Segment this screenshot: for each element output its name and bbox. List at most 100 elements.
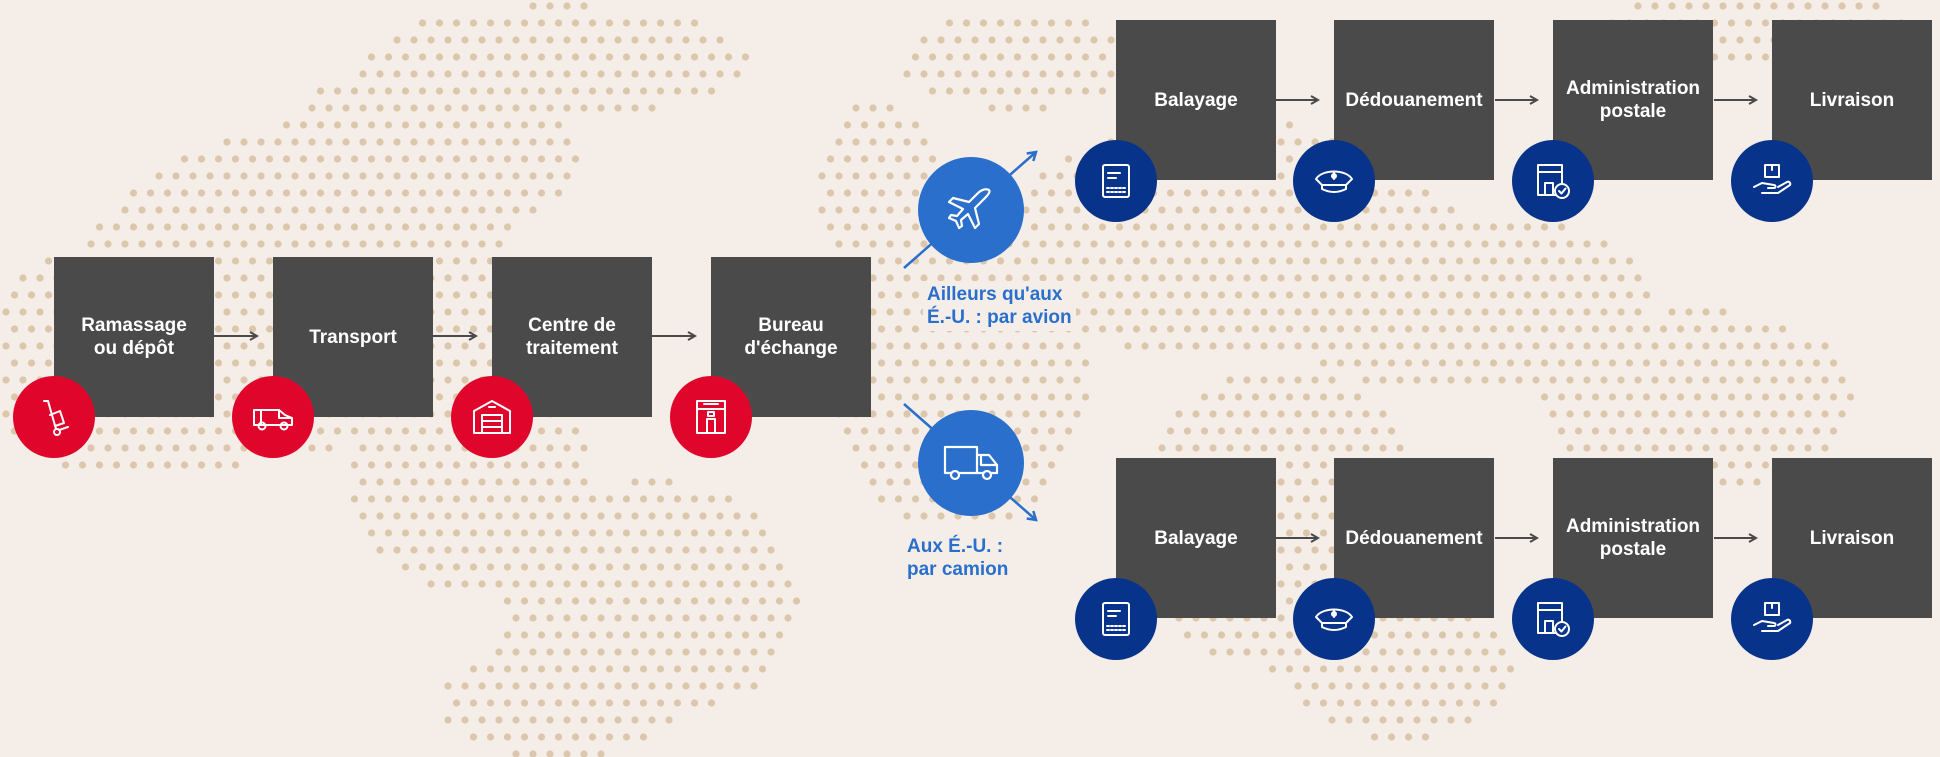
- map-dot: [1770, 410, 1778, 418]
- map-dot: [546, 750, 554, 757]
- map-dot: [478, 138, 486, 146]
- map-dot: [988, 274, 996, 282]
- map-dot: [461, 36, 469, 44]
- map-dot: [622, 529, 631, 537]
- map-dot: [410, 240, 418, 248]
- map-dot: [1617, 376, 1625, 384]
- map-dot: [1625, 325, 1634, 333]
- map-dot: [478, 682, 486, 690]
- map-dot: [877, 189, 886, 197]
- map-dot: [486, 189, 495, 197]
- map-dot: [1506, 665, 1515, 673]
- map-dot: [1634, 274, 1642, 282]
- map-dot: [1098, 291, 1107, 299]
- map-dot: [376, 172, 384, 180]
- map-dot: [741, 597, 750, 605]
- map-dot: [1294, 580, 1302, 588]
- map-dot: [945, 87, 954, 95]
- map-dot: [486, 53, 495, 61]
- map-dot: [843, 189, 852, 197]
- map-dot: [1056, 444, 1064, 452]
- map-dot: [1583, 308, 1591, 316]
- map-dot: [1200, 631, 1209, 639]
- map-dot: [1481, 274, 1489, 282]
- map-dot: [452, 495, 461, 503]
- map-dot: [1413, 274, 1421, 282]
- map-dot: [10, 291, 19, 299]
- map-dot: [1549, 274, 1557, 282]
- map-dot: [979, 19, 988, 27]
- map-dot: [1761, 359, 1770, 367]
- map-dot: [1294, 308, 1302, 316]
- map-dot: [1438, 665, 1447, 673]
- map-dot: [231, 359, 240, 367]
- map-dot: [911, 257, 920, 265]
- map-dot: [614, 512, 622, 520]
- map-dot: [529, 2, 537, 10]
- map-dot: [1294, 342, 1302, 350]
- map-dot: [486, 699, 495, 707]
- map-dot: [1090, 240, 1098, 248]
- map-dot: [1285, 155, 1294, 163]
- map-dot: [1583, 342, 1591, 350]
- map-dot: [920, 376, 928, 384]
- map-dot: [1719, 36, 1727, 44]
- map-dot: [1302, 495, 1311, 503]
- map-dot: [146, 461, 155, 469]
- map-dot: [1311, 376, 1319, 384]
- map-dot: [240, 342, 248, 350]
- map-dot: [1574, 291, 1583, 299]
- map-dot: [427, 138, 435, 146]
- map-dot: [503, 733, 512, 741]
- map-dot: [877, 427, 886, 435]
- map-dot: [903, 512, 911, 520]
- map-dot: [240, 240, 248, 248]
- map-dot: [962, 393, 971, 401]
- map-dot: [1668, 376, 1676, 384]
- map-dot: [775, 631, 784, 639]
- map-dot: [996, 87, 1005, 95]
- map-dot: [367, 427, 376, 435]
- map-dot: [393, 240, 401, 248]
- map-dot: [444, 172, 452, 180]
- map-dot: [605, 495, 614, 503]
- map-dot: [214, 427, 223, 435]
- map-dot: [1217, 427, 1226, 435]
- map-dot: [1328, 240, 1336, 248]
- map-dot: [699, 512, 707, 520]
- map-dot: [1464, 274, 1472, 282]
- map-dot: [223, 376, 231, 384]
- map-dot: [1727, 393, 1736, 401]
- map-dot: [1064, 427, 1073, 435]
- map-dot: [376, 478, 384, 486]
- map-dot: [699, 614, 707, 622]
- map-dot: [1787, 376, 1795, 384]
- map-dot: [1047, 359, 1056, 367]
- map-dot: [367, 155, 376, 163]
- map-dot: [19, 308, 27, 316]
- map-dot: [928, 155, 937, 163]
- map-dot: [1379, 274, 1387, 282]
- map-dot: [750, 682, 758, 690]
- map-dot: [44, 359, 53, 367]
- map-dot: [869, 308, 877, 316]
- map-dot: [741, 53, 750, 61]
- map-dot: [750, 512, 758, 520]
- map-dot: [469, 359, 478, 367]
- map-dot: [911, 427, 920, 435]
- map-dot: [503, 631, 512, 639]
- map-dot: [588, 699, 597, 707]
- map-dot: [1124, 342, 1132, 350]
- map-dot: [265, 189, 274, 197]
- map-dot: [835, 138, 843, 146]
- map-dot: [520, 665, 529, 673]
- map-dot: [1217, 257, 1226, 265]
- map-dot: [452, 699, 461, 707]
- map-dot: [1047, 53, 1056, 61]
- map-dot: [1217, 325, 1226, 333]
- map-dot: [1481, 342, 1489, 350]
- map-dot: [1472, 359, 1481, 367]
- map-dot: [19, 376, 27, 384]
- map-dot: [1243, 376, 1251, 384]
- map-dot: [1251, 257, 1260, 265]
